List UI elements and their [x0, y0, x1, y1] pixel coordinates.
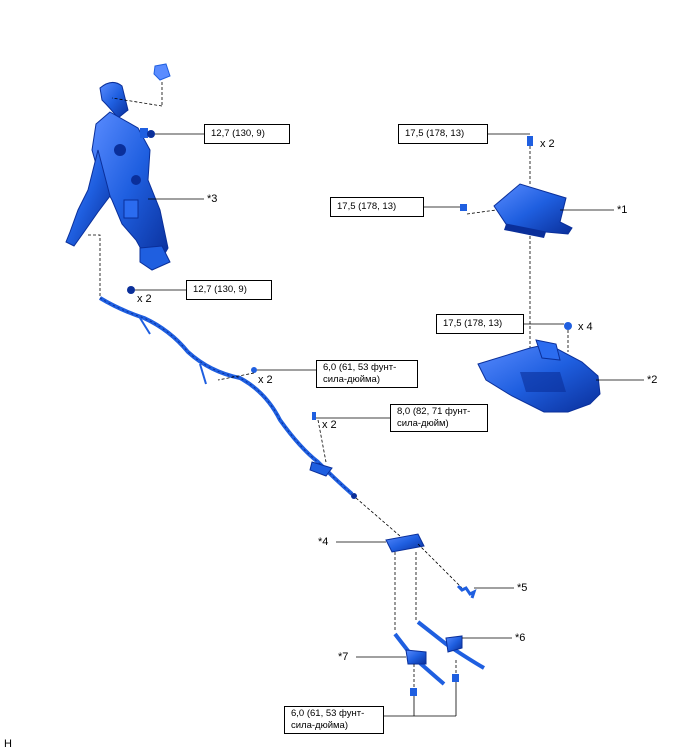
callout-5: *5 — [517, 582, 528, 594]
torque-label: 17,5 (178, 13) — [398, 124, 488, 144]
callout-2: *2 — [647, 374, 658, 386]
torque-label: 6,0 (61, 53 фунт- сила-дюйма) — [284, 706, 384, 734]
torque-label: 17,5 (178, 13) — [330, 197, 424, 217]
quantity-label: x 2 — [137, 293, 152, 305]
quantity-label: x 2 — [540, 138, 555, 150]
pedal-bolt — [140, 128, 155, 138]
torque-value-line1: 6,0 (61, 53 фунт- — [323, 362, 397, 373]
callout-6: *6 — [515, 632, 526, 644]
quantity-label: x 2 — [258, 374, 273, 386]
clip-part — [153, 63, 171, 81]
callout-1: *1 — [617, 204, 628, 216]
torque-value: 17,5 (178, 13) — [405, 128, 465, 139]
equalizer — [385, 533, 425, 553]
torque-value-line1: 6,0 (61, 53 фунт- — [291, 708, 365, 719]
torque-value-line1: 8,0 (82, 71 фунт- — [397, 406, 471, 417]
callout-3: *3 — [207, 193, 218, 205]
ecu-module — [493, 183, 573, 238]
torque-label: 6,0 (61, 53 фунт- сила-дюйма) — [316, 360, 418, 388]
torque-value-line2: сила-дюйма) — [323, 374, 380, 385]
torque-label: 12,7 (130, 9) — [204, 124, 290, 144]
quantity-label: x 4 — [578, 321, 593, 333]
callout-4: *4 — [318, 536, 329, 548]
pedal-nut — [127, 286, 135, 294]
torque-value: 17,5 (178, 13) — [443, 318, 503, 329]
parking-brake-pedal-assembly — [65, 82, 171, 271]
torque-value-line2: сила-дюйм) — [397, 418, 449, 429]
quantity-label: x 2 — [322, 419, 337, 431]
tension-spring — [456, 584, 477, 599]
torque-value: 12,7 (130, 9) — [211, 128, 265, 139]
rear-cable-left — [393, 632, 446, 686]
torque-value: 17,5 (178, 13) — [337, 201, 397, 212]
torque-label: 17,5 (178, 13) — [436, 314, 524, 334]
parking-brake-cable — [98, 296, 357, 499]
figure-code: H — [4, 738, 12, 750]
rear-cable-right — [416, 620, 485, 670]
torque-label: 12,7 (130, 9) — [186, 280, 272, 300]
torque-value-line2: сила-дюйма) — [291, 720, 348, 731]
torque-value: 12,7 (130, 9) — [193, 284, 247, 295]
torque-label: 8,0 (82, 71 фунт- сила-дюйм) — [390, 404, 488, 432]
callout-7: *7 — [338, 651, 349, 663]
ecu-bracket — [477, 339, 601, 413]
